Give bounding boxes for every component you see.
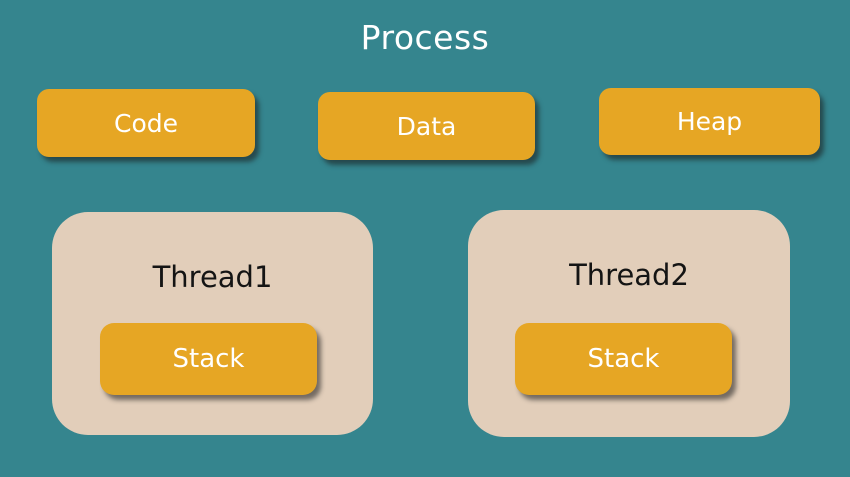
code-box-label: Code — [113, 108, 178, 138]
thread2-label: Thread2 — [569, 258, 689, 292]
process-title: Process — [360, 18, 490, 57]
heap-box: Heap — [599, 88, 820, 155]
code-box: Code — [37, 89, 255, 157]
thread1-label: Thread1 — [152, 260, 273, 294]
thread2-stack-label: Stack — [587, 344, 660, 374]
data-box-label: Data — [396, 111, 457, 141]
heap-box-label: Heap — [676, 107, 743, 136]
thread1-stack-label: Stack — [172, 344, 245, 374]
thread1-stack-box: Stack — [100, 323, 317, 395]
thread2-card: Thread2 Stack — [468, 210, 790, 437]
thread2-stack-box: Stack — [515, 323, 732, 395]
data-box: Data — [318, 92, 535, 160]
thread1-card: Thread1 Stack — [52, 212, 373, 435]
